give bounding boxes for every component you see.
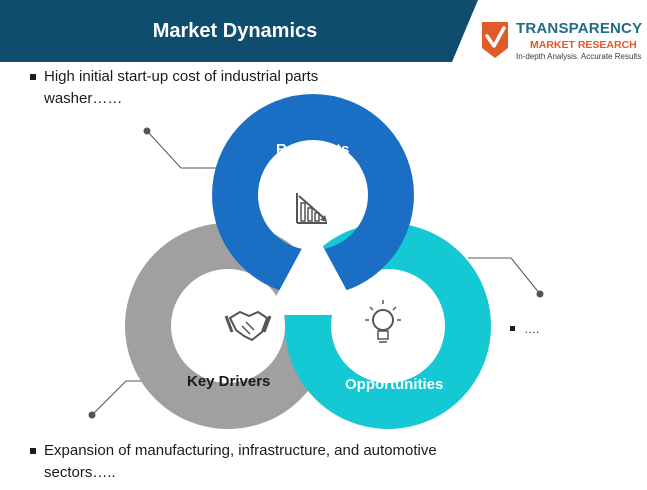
connector-restraints (143, 127, 225, 169)
driver-bullet: Expansion of manufacturing, infrastructu… (30, 440, 500, 484)
header-bar: Market Dynamics (0, 0, 478, 62)
handshake-icon (217, 295, 279, 357)
opportunities-label: Opportunities (345, 376, 444, 393)
restraints-label: Restraints (276, 141, 350, 158)
restraint-bullet: High initial start-up cost of industrial… (30, 66, 360, 110)
logo-name: TRANSPARENCY (516, 20, 643, 37)
restraint-bullet-text: High initial start-up cost of industrial… (44, 68, 319, 107)
logo-subtitle: MARKET RESEARCH (530, 39, 637, 51)
key-drivers-label: Key Drivers (187, 373, 271, 390)
page-title: Market Dynamics (152, 19, 318, 42)
declining-chart-icon (280, 177, 340, 237)
opportunity-bullet: …. (510, 318, 550, 340)
driver-bullet-text: Expansion of manufacturing, infrastructu… (44, 442, 437, 481)
bullet-marker (30, 74, 36, 80)
lightbulb-icon (352, 295, 414, 357)
opportunity-bullet-text: …. (524, 322, 540, 336)
bullet-marker (510, 326, 515, 331)
connector-opportunities (468, 257, 544, 298)
tmr-logo-icon (482, 22, 508, 58)
company-logo: TRANSPARENCY MARKET RESEARCH In-depth An… (478, 20, 643, 66)
center-triangle (266, 228, 360, 315)
header-background (0, 0, 478, 62)
logo-tagline: In-depth Analysis. Accurate Results (516, 52, 642, 61)
bullet-marker (30, 448, 36, 454)
